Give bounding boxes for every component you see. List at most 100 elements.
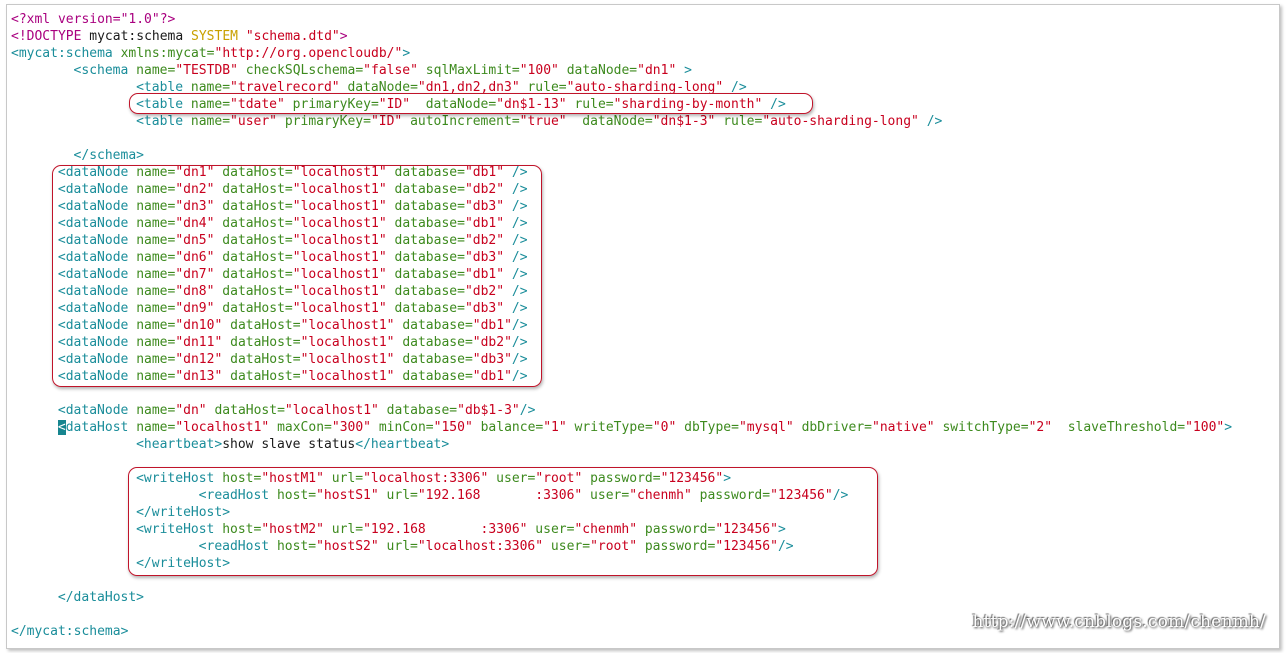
code-token: <table xyxy=(136,80,191,95)
code-line: <dataNode name="dn" dataHost="localhost1… xyxy=(58,402,536,419)
code-token: maxCon= xyxy=(277,420,332,435)
code-token: "db1" xyxy=(464,216,512,231)
code-token: database= xyxy=(394,301,465,316)
code-token: "dn$1-3" xyxy=(652,114,724,129)
code-token: name= xyxy=(136,301,176,316)
code-token: "192.168 :3306" xyxy=(363,522,536,537)
code-token: minCon= xyxy=(378,420,434,435)
code-token: "localhost1" xyxy=(292,301,395,316)
code-token: dataHost= xyxy=(230,318,301,333)
code-token: "localhost1" xyxy=(300,318,403,333)
code-token: /> xyxy=(511,267,528,282)
code-token: "dn11" xyxy=(175,335,231,350)
code-token: "dn13" xyxy=(175,369,231,384)
code-token: "db3" xyxy=(464,250,512,265)
code-token: "db3" xyxy=(464,199,512,214)
code-token: "localhost:3306" xyxy=(363,471,497,486)
code-token: "db2" xyxy=(472,335,512,350)
code-token: checkSQLschema= xyxy=(245,63,364,78)
code-token: /> xyxy=(511,335,528,350)
code-token: > xyxy=(339,29,348,44)
code-token: <!DOCTYPE xyxy=(11,29,90,44)
code-token: name= xyxy=(136,420,176,435)
code-line: <dataNode name="dn11" dataHost="localhos… xyxy=(58,334,528,351)
code-line: <readHost host="hostS2" url="localhost:3… xyxy=(199,538,794,555)
code-token: /> xyxy=(511,369,528,384)
code-token: dataNode= xyxy=(425,97,497,112)
code-token: user= xyxy=(550,539,591,554)
code-token: database= xyxy=(394,250,465,265)
code-token: password= xyxy=(699,488,771,503)
code-token: "dn2" xyxy=(175,182,223,197)
code-token: name= xyxy=(136,63,176,78)
code-line: <schema name="TESTDB" checkSQLschema="fa… xyxy=(74,62,692,79)
code-token: url= xyxy=(386,539,418,554)
code-token: "dn5" xyxy=(175,233,223,248)
code-token: <table xyxy=(136,114,191,129)
code-token: primaryKey= xyxy=(284,114,371,129)
code-line: <readHost host="hostS1" url="192.168 :33… xyxy=(199,487,849,504)
code-token: /> xyxy=(511,250,528,265)
code-token: password= xyxy=(590,471,661,486)
code-token: <table xyxy=(136,97,191,112)
code-token: "db2" xyxy=(464,284,512,299)
code-token: dbType= xyxy=(684,420,739,435)
code-token: "ID" xyxy=(370,114,411,129)
code-line: </mycat:schema> xyxy=(11,623,128,640)
code-token: database= xyxy=(394,267,465,282)
code-token: name= xyxy=(136,199,176,214)
code-token: name= xyxy=(136,284,176,299)
code-line: <!DOCTYPE mycat:schema SYSTEM "schema.dt… xyxy=(11,28,348,45)
code-token: "root" xyxy=(535,471,591,486)
code-token: <dataNode xyxy=(57,369,137,384)
code-token: dataHost= xyxy=(230,369,301,384)
code-token: "0" xyxy=(652,420,685,435)
code-token: /> xyxy=(511,216,528,231)
code-token: name= xyxy=(136,250,176,265)
screenshot-frame xyxy=(6,4,1280,649)
code-token: /> xyxy=(731,80,747,95)
watermark: http://www.cnblogs.com/chenmh/ xyxy=(972,612,1266,632)
code-token: "mysql" xyxy=(738,420,802,435)
code-token: <schema xyxy=(73,63,137,78)
code-token: "user" xyxy=(230,114,285,129)
code-line: <dataNode name="dn1" dataHost="localhost… xyxy=(58,164,528,181)
code-token: "dn$1-13" xyxy=(496,97,575,112)
code-token: name= xyxy=(190,97,231,112)
code-token: "false" xyxy=(363,63,426,78)
code-token: name= xyxy=(136,318,176,333)
code-token: "dn7" xyxy=(175,267,223,282)
code-token: </writeHost> xyxy=(136,505,231,520)
code-token: /> xyxy=(511,284,528,299)
code-token: "localhost1" xyxy=(292,284,395,299)
code-token: <dataNode xyxy=(57,284,137,299)
code-token: <dataNode xyxy=(57,199,137,214)
code-token: "dn9" xyxy=(175,301,223,316)
code-token: "localhost1" xyxy=(292,216,395,231)
code-token: "db1" xyxy=(464,267,512,282)
code-token: database= xyxy=(402,335,473,350)
code-token: "192.168 :3306" xyxy=(417,488,591,503)
code-token: <dataNode xyxy=(57,403,137,418)
code-token: "db1" xyxy=(464,165,512,180)
code-line: <dataNode name="dn13" dataHost="localhos… xyxy=(58,368,528,385)
code-token: "123456" xyxy=(715,539,778,554)
code-token: "hostM2" xyxy=(261,522,332,537)
code-token: database= xyxy=(386,403,458,418)
code-token: "localhost1" xyxy=(292,199,395,214)
code-token: database= xyxy=(394,165,465,180)
code-token: > xyxy=(723,471,732,486)
code-token: "chenmh" xyxy=(574,522,645,537)
code-token: rule= xyxy=(574,97,614,112)
code-token: /> xyxy=(519,403,536,418)
code-token: "http://org.opencloudb/" xyxy=(214,46,403,61)
code-token: "dn" xyxy=(175,403,215,418)
code-token: "localhost1" xyxy=(284,403,387,418)
code-token: host= xyxy=(222,522,262,537)
code-token: host= xyxy=(276,488,317,503)
code-token: host= xyxy=(276,539,317,554)
code-token: autoIncrement= xyxy=(410,114,520,129)
code-token: rule= xyxy=(723,114,763,129)
code-line: </writeHost> xyxy=(136,555,230,572)
code-token: "dn1" xyxy=(637,63,685,78)
